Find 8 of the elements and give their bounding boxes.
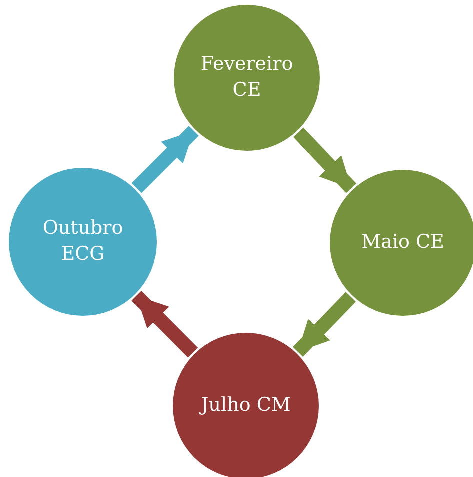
block-arrow [132, 126, 199, 194]
circle-label: Outubro ECG [42, 216, 124, 267]
circle-label: Julho CM [198, 393, 292, 418]
block-arrow [293, 292, 356, 357]
block-arrow [132, 290, 198, 358]
circle-label: Maio CE [360, 230, 446, 256]
block-arrow [293, 128, 357, 194]
circle-label: Fevereiro CE [200, 52, 294, 103]
